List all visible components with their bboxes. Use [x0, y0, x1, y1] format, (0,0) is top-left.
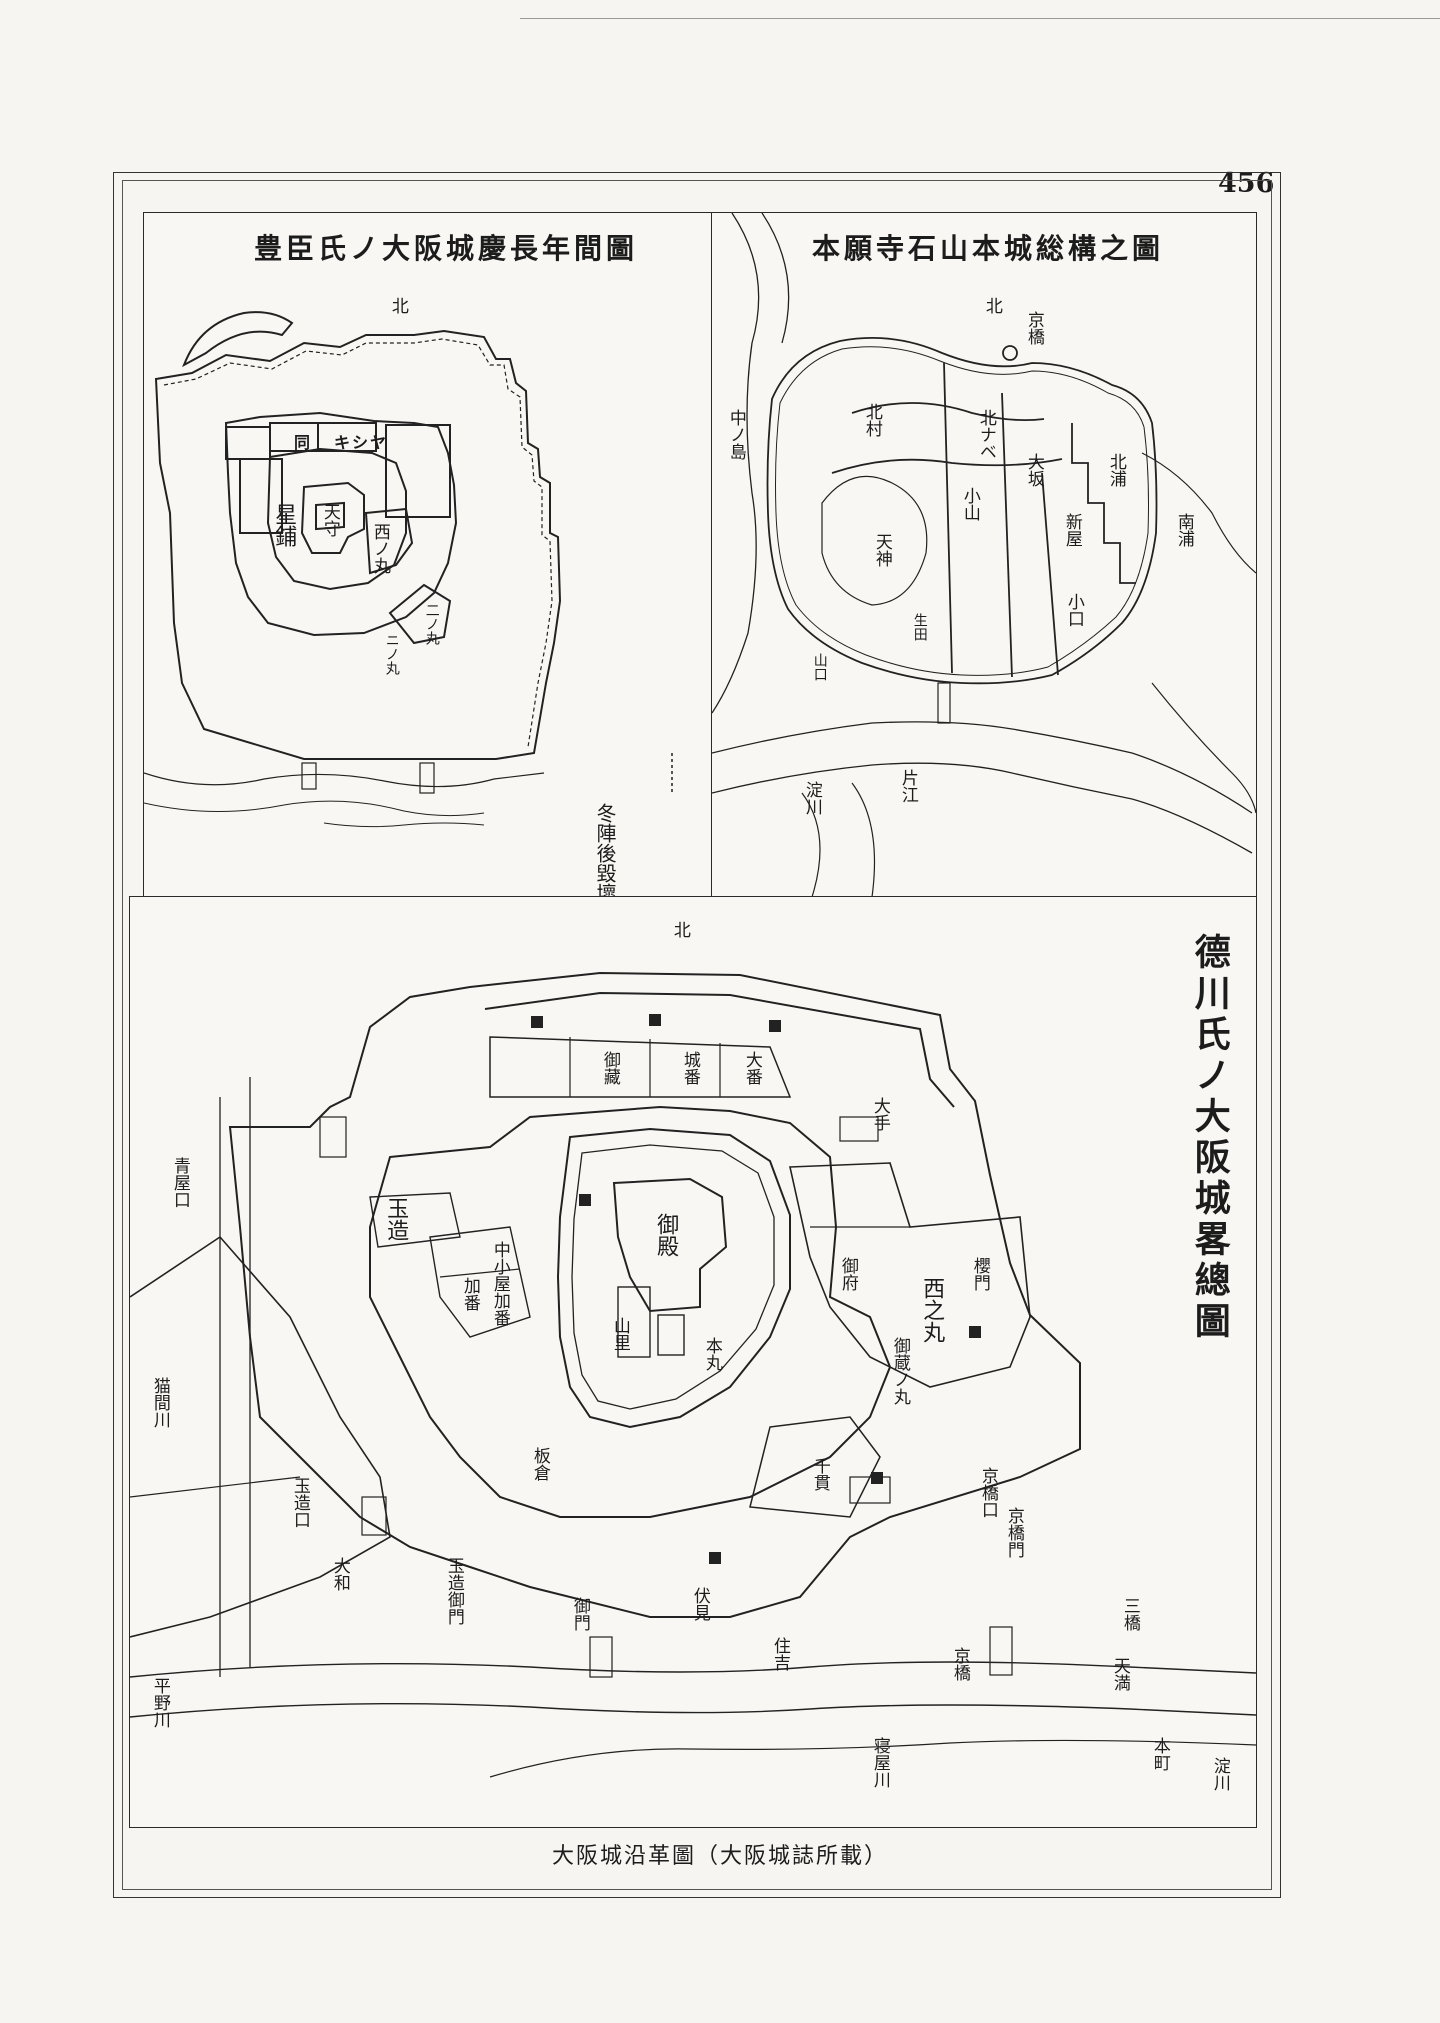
tokugawa-tamatsukuri-label: 玉造: [383, 1197, 409, 1241]
tokugawa-kyobashi-mon-label: 京橋門: [1003, 1507, 1024, 1558]
toyotomi-map-panel: 豊臣氏ノ大阪城慶長年間圖 北 星鋪 同 キシヤ 西ノ丸 天守 二ノ丸 ニノ丸 冬…: [143, 212, 713, 963]
tokugawa-itakura-label: 板倉: [529, 1447, 550, 1481]
toyotomi-onaji-label: 同: [294, 433, 311, 452]
honganji-kitanabe-label: 北ナベ: [975, 409, 996, 460]
toyotomi-legend-label: 冬陣後毀壞ノ區域: [593, 803, 617, 963]
toyotomi-tenshu-label: 天守: [319, 503, 340, 537]
tokugawa-gokura-v-label: 御蔵ノ丸: [889, 1337, 910, 1405]
inner-frame: [122, 180, 1272, 1890]
tokugawa-neyagawa-label: 寝屋川: [869, 1737, 890, 1788]
honganji-koyama-label: 小山: [959, 487, 980, 521]
toyotomi-north-label: 北: [387, 297, 408, 314]
tokugawa-daiban-label: 大番: [741, 1051, 762, 1085]
tokugawa-hirano-label: 平野川: [149, 1677, 170, 1728]
honganji-enclosure-plan: [712, 213, 1256, 897]
tokugawa-aoya-label: 青屋口: [169, 1157, 190, 1208]
honganji-yamaguchi-label: 山口: [811, 653, 828, 681]
tokugawa-hashi-left-label: 玉造御門: [443, 1557, 464, 1625]
tokugawa-jindai-label: 本町: [1149, 1737, 1170, 1771]
tokugawa-map-title: 德川氏ノ大阪城畧總圖: [1188, 933, 1231, 1343]
tokugawa-honmaru-label: 本丸: [701, 1337, 722, 1371]
tokugawa-tenman-label: 天満: [1109, 1657, 1130, 1691]
toyotomi-hoshi-label: 星鋪: [271, 503, 297, 547]
honganji-kyobashi-label: 京橋: [1023, 311, 1044, 345]
tokugawa-yamazato-label: 山里: [609, 1317, 630, 1351]
honganji-nakajima-label: 中ノ島: [725, 409, 746, 460]
tokugawa-map-panel: 德川氏ノ大阪城畧總圖 北 御殿 本丸 西之丸 玉造 京橋口 京橋門 青屋口 玉造…: [129, 896, 1257, 1828]
tokugawa-kyobashi-guchi-label: 京橋口: [977, 1467, 998, 1518]
toyotomi-kishi-label: キシヤ: [334, 433, 389, 452]
tokugawa-sankyo-label: 三橋: [1119, 1597, 1140, 1631]
tokugawa-gonai-label: 大和: [329, 1557, 350, 1591]
honganji-shinya-label: 新屋: [1061, 513, 1082, 547]
tokugawa-castle-plan: [130, 971, 1256, 1778]
toyotomi-nishinomaru-label: 西ノ丸: [369, 523, 390, 574]
tokugawa-sakuramon-label: 櫻門: [969, 1257, 990, 1291]
tokugawa-sumiyoshi-label: 住吉: [769, 1637, 790, 1671]
tokugawa-naka-kaban-label: 中小屋加番: [489, 1241, 510, 1326]
honganji-ikuta-label: 生田: [911, 613, 928, 641]
honganji-kitaura-label: 北浦: [1105, 453, 1126, 487]
tokugawa-kaban-label: 加番: [459, 1277, 480, 1311]
tokugawa-goten-label: 御殿: [653, 1213, 679, 1257]
toyotomi-sannomaru-label: ニノ丸: [383, 633, 400, 675]
page-top-rule: [520, 0, 1440, 19]
toyotomi-ninomaru-label: 二ノ丸: [423, 603, 440, 645]
toyotomi-map-title: 豊臣氏ノ大阪城慶長年間圖: [254, 232, 639, 265]
tokugawa-gokura-label: 御藏: [599, 1051, 620, 1085]
tokugawa-senba-label: 千貫: [809, 1457, 830, 1491]
toyotomi-castle-plan: [144, 311, 673, 828]
honganji-north-label: 北: [981, 297, 1002, 314]
honganji-map-panel: 本願寺石山本城総構之圖 北 中ノ島 京橋 北村 小山 大坂 新屋 北ナベ 小口 …: [711, 212, 1257, 898]
tokugawa-yodo-label: 淀川: [1209, 1757, 1230, 1791]
page-number: 456: [1218, 168, 1275, 199]
honganji-tenjin-label: 天神: [871, 533, 892, 567]
tokugawa-ote-label: 大手: [869, 1097, 890, 1131]
tokugawa-joban-label: 城番: [679, 1051, 700, 1085]
tokugawa-kyomachi-label: 京橋: [949, 1647, 970, 1681]
honganji-map-title: 本願寺石山本城総構之圖: [812, 232, 1165, 265]
outer-frame: [113, 172, 1281, 1898]
figure-caption: 大阪城沿革圖（大阪城誌所載）: [551, 1844, 888, 1869]
tokugawa-tamatsukuri-guchi-label: 玉造口: [289, 1477, 310, 1528]
tokugawa-nishinomaru-label: 西之丸: [919, 1277, 945, 1343]
tokugawa-north-label: 北: [669, 921, 690, 938]
tokugawa-gofu-label: 御府: [837, 1257, 858, 1291]
honganji-kata-label: 片江: [897, 769, 918, 803]
tokugawa-hashi-bottom-label: 御門: [569, 1597, 590, 1631]
tokugawa-nekoma-label: 猫間川: [149, 1377, 170, 1428]
honganji-minamiura-label: 南浦: [1173, 513, 1194, 547]
honganji-yodo-label: 淀川: [801, 781, 822, 815]
tokugawa-fushimi-label: 伏見: [689, 1587, 710, 1621]
honganji-oosaka-label: 大坂: [1023, 453, 1044, 487]
honganji-nakamura-label: 北村: [861, 403, 882, 437]
honganji-koko-label: 小口: [1063, 593, 1084, 627]
